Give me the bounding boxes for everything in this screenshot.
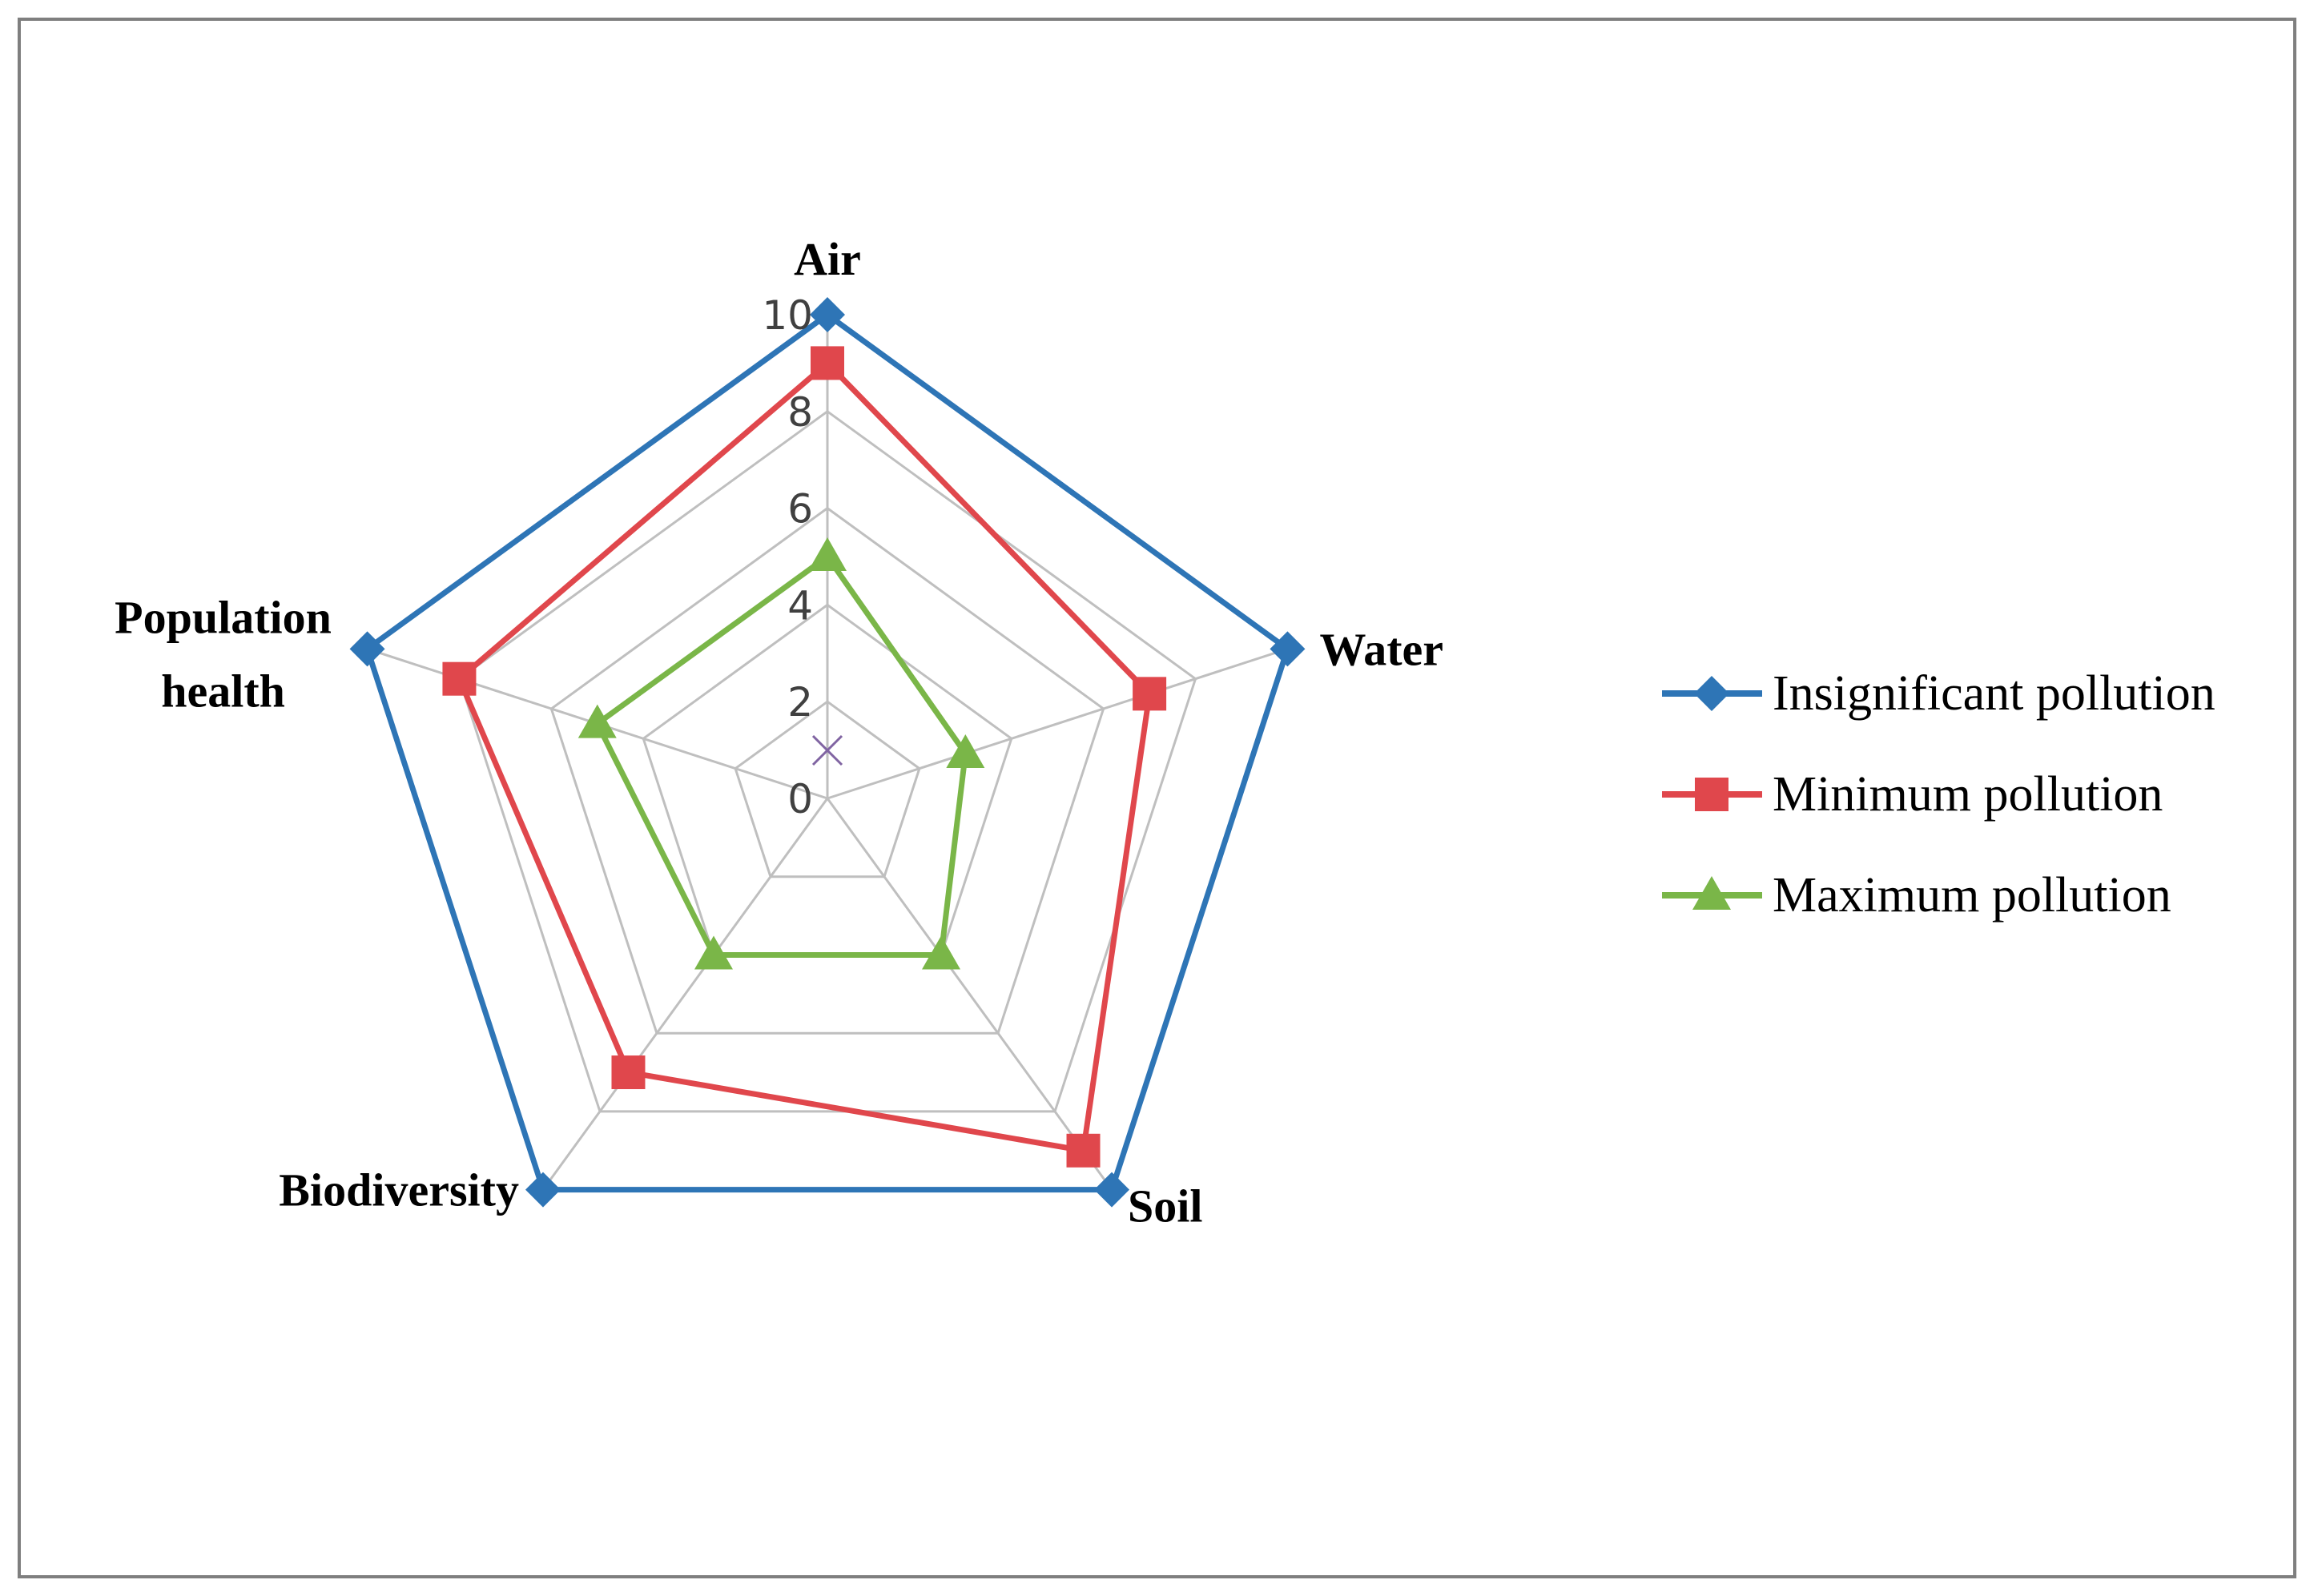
grid-ring [457,409,1197,1113]
data-point-marker [1270,631,1306,667]
axis-label: Water [1319,623,1443,675]
data-point-marker [1692,876,1731,910]
axis-label: Soil [1128,1180,1203,1232]
series-1 [442,346,1167,1168]
legend-item: Maximum pollution [1662,868,2171,923]
data-point-marker [349,631,385,667]
data-point-marker [694,935,733,970]
legend-item: Minimum pollution [1662,767,2163,822]
series-0 [349,297,1306,1208]
axis-label: Biodiversity [279,1164,519,1216]
grid-spoke [541,798,829,1191]
tick-label: 2 [787,679,813,726]
data-point-marker [1094,1172,1130,1208]
tick-label: 4 [787,582,813,629]
axis-label: Air [794,233,861,285]
data-point-marker [922,935,961,970]
tick-label: 10 [762,292,813,339]
data-point-marker [810,297,845,332]
tick-label: 6 [787,486,813,533]
tick-layer: 0 2 4 6 8 10 [762,292,813,822]
data-point-marker [577,704,617,738]
tick-label: 0 [787,776,813,822]
legend-item: Insignificant pollution [1662,666,2215,721]
data-point-marker [1695,778,1728,811]
data-point-marker [808,537,847,571]
series-2 [577,537,985,970]
series-line [594,553,968,958]
data-point-marker [525,1172,561,1208]
tick-label: 8 [787,389,813,436]
data-point-marker [811,346,844,380]
data-point-marker [442,661,477,696]
grid-spoke [827,647,1288,800]
data-point-marker [1066,1133,1101,1168]
data-point-marker [946,734,985,769]
series-layer [349,297,1306,1208]
series-line [364,312,1290,1193]
grid-ring [549,506,1105,1035]
legend-label: Insignificant pollution [1773,666,2215,721]
data-point-marker [1694,676,1729,711]
series-line [456,360,1153,1154]
grid-layer [365,313,1290,1192]
legend-label: Minimum pollution [1773,767,2163,822]
data-point-marker [611,1055,646,1090]
legend-label: Maximum pollution [1773,868,2171,923]
data-point-marker [1133,677,1167,711]
center-x-marker [811,734,843,766]
grid-ring [734,700,921,878]
grid-spoke [826,798,1113,1191]
